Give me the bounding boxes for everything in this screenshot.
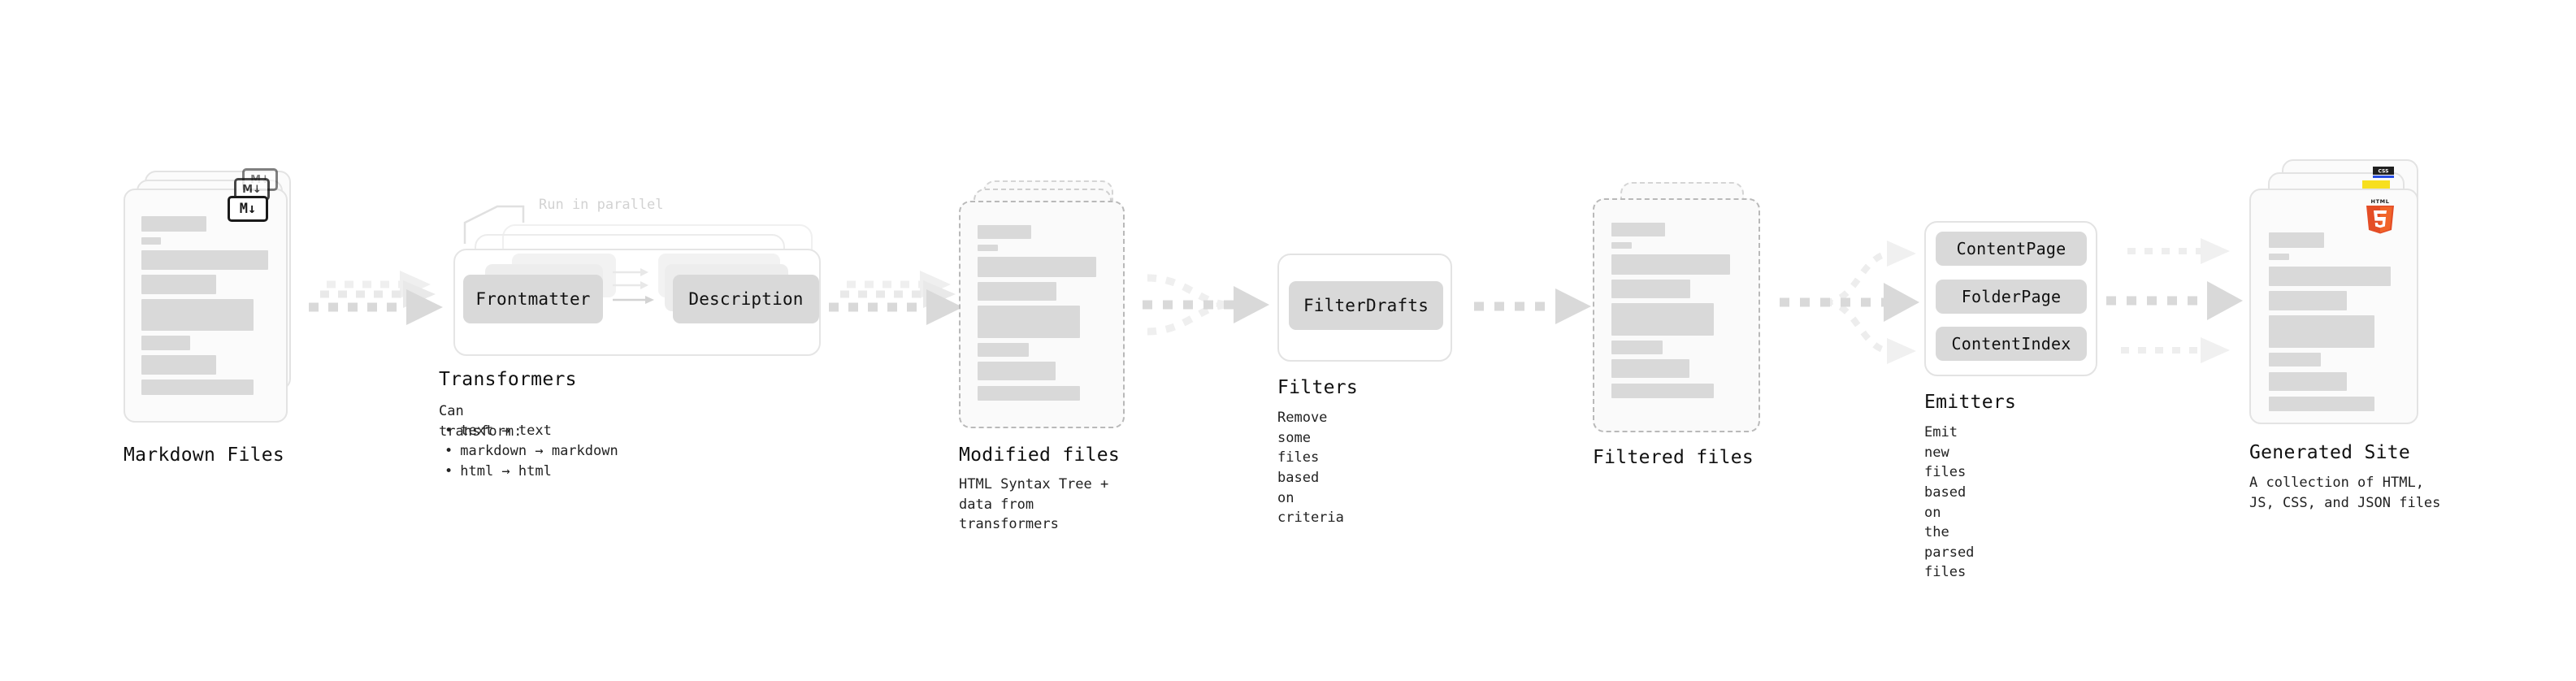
modified-files-title: Modified files — [959, 445, 1121, 466]
stage-generated-site: CSS — [2249, 159, 2444, 511]
svg-text:CSS: CSS — [2379, 169, 2389, 175]
transformer-inner-arrows — [613, 268, 654, 304]
markdown-badge-glyph: M↓ — [242, 183, 262, 196]
markdown-badge: M↓ — [228, 196, 268, 222]
transformers-title: Transformers — [439, 369, 577, 390]
css3-icon: CSS — [2373, 167, 2394, 178]
emitter-chip-folderpage[interactable]: FolderPage — [1936, 280, 2087, 314]
filtered-files-title: Filtered files — [1593, 447, 1754, 468]
transformer-chip-frontmatter[interactable]: Frontmatter — [463, 275, 603, 323]
stage-modified-files: Modified files HTML Syntax Tree + data f… — [959, 180, 1138, 532]
run-in-parallel-bracket — [463, 205, 525, 244]
site-doc-front — [2249, 189, 2418, 424]
emitters-title: Emitters — [1924, 392, 2017, 413]
run-in-parallel-note: Run in parallel — [539, 197, 664, 213]
generated-site-subtitle: A collection of HTML, JS, CSS, and JSON … — [2249, 475, 2441, 511]
arrow-emitters-to-site — [2106, 232, 2261, 370]
filtered-doc-body — [1594, 200, 1759, 431]
arrow-transformers-to-modified — [829, 268, 975, 341]
filter-chip-filterdrafts[interactable]: FilterDrafts — [1289, 281, 1443, 330]
stage-markdown-files: M↓ M↓ M↓ Markdown Files — [124, 168, 310, 466]
markdown-doc-stack: M↓ M↓ M↓ — [124, 168, 310, 431]
modified-files-subtitle: HTML Syntax Tree + data from transformer… — [959, 476, 1109, 533]
stage-filtered-files: Filtered files — [1593, 180, 1772, 468]
transformers-bullet-1: markdown → markdown — [439, 441, 618, 462]
modified-doc-front — [959, 201, 1125, 428]
modified-doc-stack — [959, 180, 1138, 432]
emitters-subtitle: Emit new files based on the parsed files — [1924, 424, 1975, 581]
arrow-modified-to-filters — [1138, 260, 1292, 349]
emitter-chip-contentpage[interactable]: ContentPage — [1936, 232, 2087, 266]
modified-doc-body — [961, 202, 1123, 427]
markdown-doc-front — [124, 189, 288, 423]
filtered-doc-front — [1593, 198, 1760, 432]
transformers-bullets: text → text markdown → markdown html → h… — [439, 421, 618, 482]
filtered-doc-stack — [1593, 180, 1772, 432]
site-doc-stack: CSS — [2249, 159, 2444, 436]
generated-site-title: Generated Site — [2249, 442, 2411, 463]
svg-text:HTML: HTML — [2371, 198, 2390, 205]
site-doc-body — [2251, 190, 2417, 423]
markdown-files-title: Markdown Files — [124, 445, 285, 466]
arrow-markdown-to-transformers — [309, 268, 455, 341]
arrow-filtered-to-emitters — [1780, 236, 1930, 370]
transformers-bullet-0: text → text — [439, 421, 618, 441]
filters-title: Filters — [1277, 377, 1359, 398]
transformers-bullet-2: html → html — [439, 462, 618, 482]
markdown-doc-body — [125, 190, 286, 421]
transformer-chip-description[interactable]: Description — [673, 275, 819, 323]
html5-icon: HTML — [2363, 197, 2397, 234]
filters-subtitle: Remove some files based on criteria — [1277, 410, 1344, 527]
emitter-chip-contentindex[interactable]: ContentIndex — [1936, 327, 2087, 361]
arrow-filters-to-filtered — [1471, 288, 1601, 337]
